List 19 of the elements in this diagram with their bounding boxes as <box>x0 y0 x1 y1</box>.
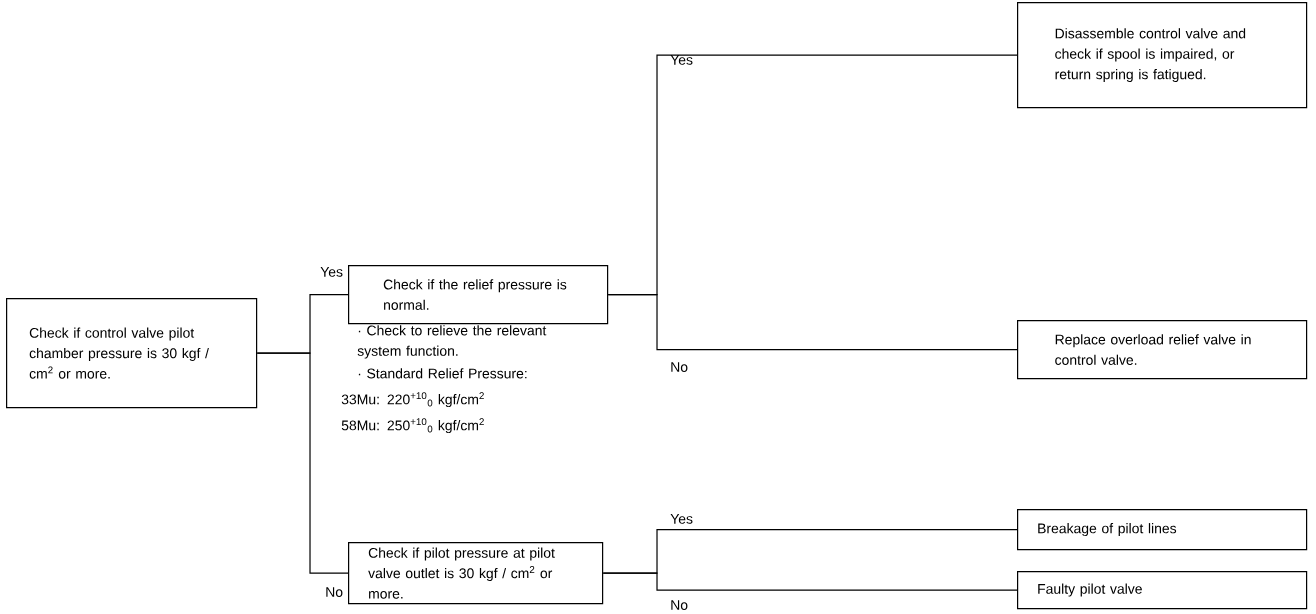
process-box: Faulty pilot valve <box>1017 571 1308 610</box>
note-text: · Standard Relief Pressure: <box>358 368 527 379</box>
edge-label: No <box>671 600 688 610</box>
edge-label: No <box>671 362 688 372</box>
connector-line <box>607 294 1018 351</box>
process-box: Check if control valve pilot chamber pressure is 30 kgf / cm$^{2}$ or more. <box>6 298 258 409</box>
edge-label: Yes <box>670 55 693 65</box>
process-box: Check if pilot pressure at pilot valve outlet is 30 kgf / cm$^{2}$ or more. <box>348 542 604 605</box>
note-text: 58Mu: 250$^{+10}$$_{0}$ kgf/cm$^{2}$ <box>341 418 484 434</box>
process-box: Replace overload relief valve in control valve. <box>1017 320 1308 380</box>
process-box: Breakage of pilot lines <box>1017 509 1308 551</box>
process-box: Check if the relief pressure is normal. <box>348 265 609 325</box>
edge-label: Yes <box>320 267 343 277</box>
edge-label: No <box>326 587 343 597</box>
edge-label: Yes <box>670 514 693 524</box>
note-text: 33Mu: 220$^{+10}$$_{0}$ kgf/cm$^{2}$ <box>341 392 484 408</box>
connector-line <box>256 352 349 574</box>
connector-line <box>602 572 1018 591</box>
process-box: Disassemble control valve and check if spool is impaired, or return spring is fatigued. <box>1017 2 1308 109</box>
